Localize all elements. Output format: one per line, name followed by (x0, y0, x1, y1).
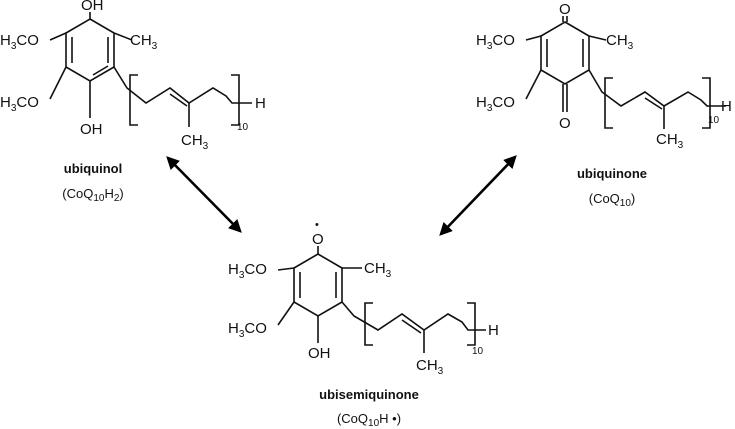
ubiquinone-chain-methyl: CH3 (656, 131, 684, 151)
ubiquinone-isoprene-chain (588, 69, 726, 107)
ubiquinone-o-bottom: O (559, 115, 571, 132)
redox-arrow-right (439, 155, 517, 236)
ubisemiquinone-name: ubisemiquinone (319, 387, 419, 402)
ubiquinol-repeat-count: 10 (237, 122, 249, 133)
ubiquinone-repeat-count: 10 (708, 115, 720, 126)
ubiquinol-methyl: CH3 (130, 32, 158, 52)
ubiquinone-bracket-right (702, 77, 711, 129)
ubisemiquinone-methoxy-top: H3CO (228, 261, 267, 281)
ubisemiquinone-chain-methyl: CH3 (416, 357, 444, 377)
ubiquinol-isoprene-chain (113, 66, 252, 104)
ubiquinone-methyl: CH3 (606, 32, 634, 52)
ubiquinol-bracket-left (129, 74, 138, 126)
ubisemiquinone-methyl: CH3 (364, 260, 392, 280)
ubisemiquinone-bracket-right (467, 302, 476, 346)
ubiquinone-terminal-h: H (721, 98, 732, 115)
ubisemiquinone-formula: (CoQ10H •) (337, 411, 401, 429)
ubiquinone-methoxy-top: H3CO (476, 32, 515, 52)
ubiquinol-methoxy-top: H3CO (0, 32, 39, 52)
ubiquinone-structure: O O H3CO H3CO CH3 CH3 H 10 (476, 1, 732, 151)
ubisemiquinone-ring (293, 253, 343, 317)
redox-arrow-left (166, 156, 242, 233)
ubiquinol-bracket-right (231, 74, 240, 126)
ubiquinol-structure: OH OH H3CO H3CO CH3 CH3 H 10 (0, 0, 266, 152)
ubiquinone-formula: (CoQ10) (589, 191, 636, 209)
ubiquinol-oh-top: OH (81, 0, 104, 14)
ubiquinol-formula: (CoQ10H2) (62, 186, 124, 204)
ubisemiquinone-repeat-count: 10 (472, 346, 484, 357)
radical-dot: • (315, 219, 319, 231)
ubisemiquinone-oh-bottom: OH (308, 345, 331, 362)
ubisemiquinone-methoxy-bottom: H3CO (228, 320, 267, 340)
ubiquinol-name: ubiquinol (64, 161, 122, 176)
ubiquinol-terminal-h: H (255, 95, 266, 112)
ubisemiquinone-isoprene-chain (341, 301, 486, 331)
ubisemiquinone-structure: O • OH H3CO H3CO CH3 CH3 H 10 (228, 219, 499, 377)
ubiquinone-bracket-left (604, 77, 613, 129)
ubiquinone-methoxy-bottom: H3CO (476, 94, 515, 114)
ubisemiquinone-terminal-h: H (488, 322, 499, 339)
ubiquinone-name: ubiquinone (577, 166, 647, 181)
ubiquinol-methoxy-bottom: H3CO (0, 94, 39, 114)
ubisemiquinone-bracket-left (364, 302, 373, 346)
ubiquinone-o-top: O (559, 1, 571, 18)
ubiquinol-chain-methyl: CH3 (181, 132, 209, 152)
ubiquinone-ring (540, 21, 590, 85)
ubiquinol-oh-bottom: OH (80, 121, 103, 138)
ubiquinol-ring (65, 18, 115, 82)
ubisemiquinone-o-radical: O (312, 231, 324, 248)
